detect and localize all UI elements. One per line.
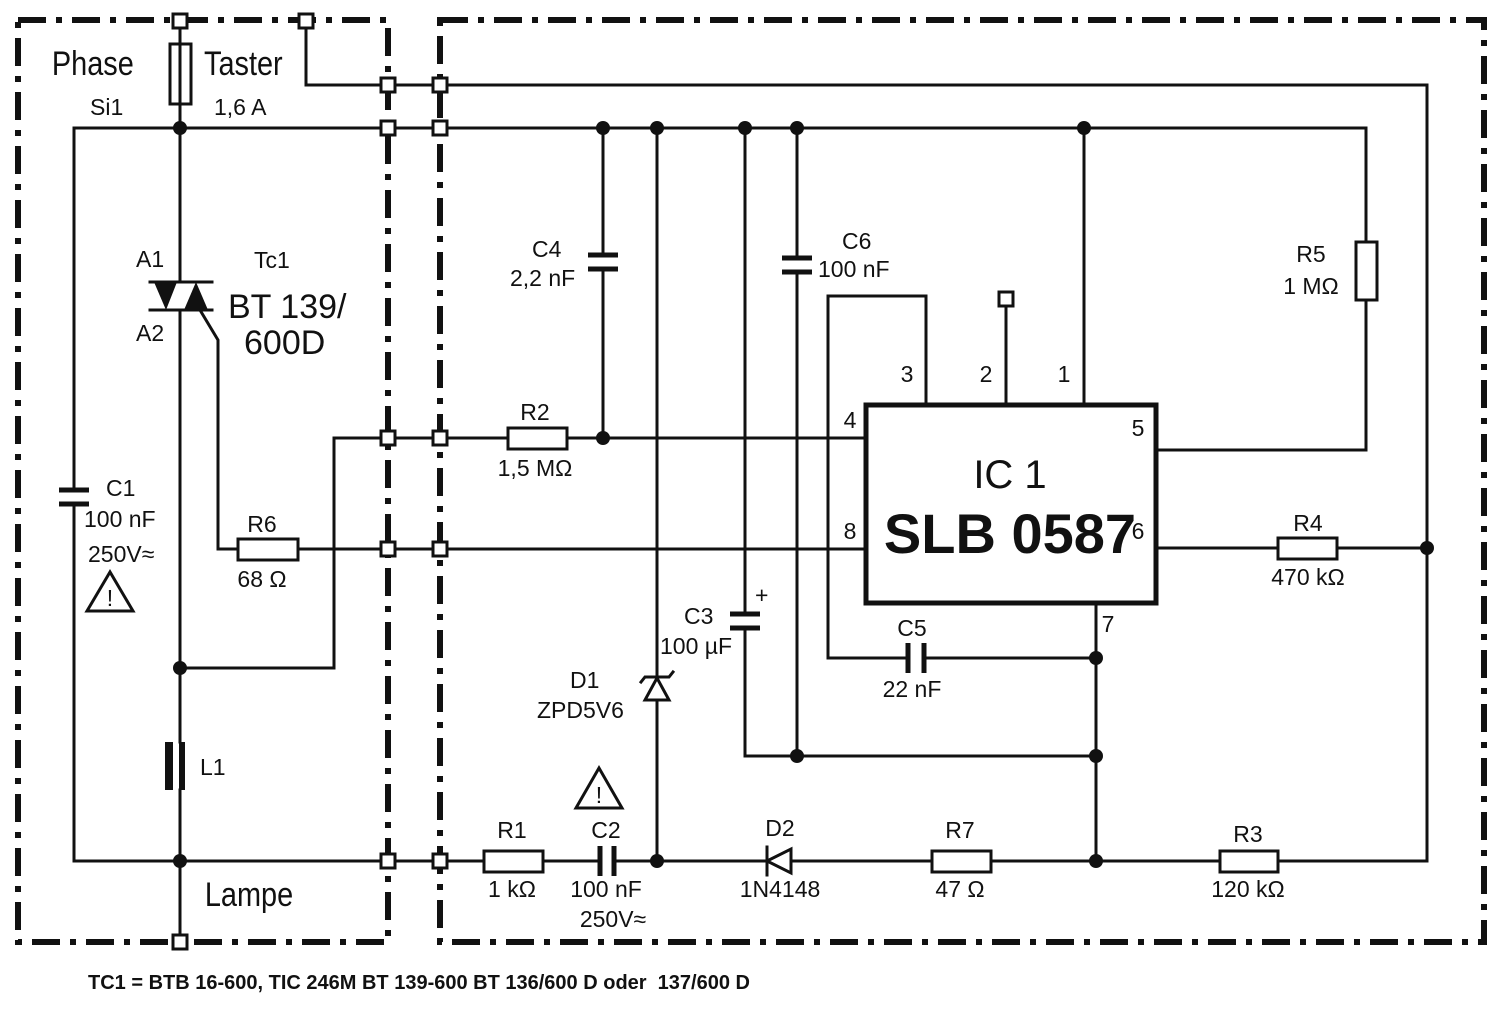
r4-ref: R4 [1293, 510, 1323, 536]
resistor-r3 [1218, 849, 1280, 874]
c5-value: 22 nF [883, 676, 942, 702]
junction-dots [173, 121, 1434, 868]
triac-type-line1: BT 139/ [228, 288, 347, 326]
triac-a1-label: A1 [136, 246, 164, 272]
c5-ref: C5 [897, 615, 926, 641]
fuse-ref-label: Si1 [90, 94, 123, 120]
c2-ref: C2 [591, 817, 620, 843]
ic1-pin2-label: 2 [980, 361, 993, 387]
inductor-l1 [165, 742, 185, 790]
phase-label: Phase [52, 44, 134, 83]
d1-ref: D1 [570, 667, 599, 693]
zener-diode-d1 [638, 669, 676, 702]
resistor-r5 [1354, 240, 1379, 302]
d1-value: ZPD5V6 [537, 697, 624, 723]
c1-ref: C1 [106, 475, 135, 501]
triac-type-line2: 600D [244, 324, 325, 362]
d2-ref: D2 [765, 815, 794, 841]
warning-mark: ! [596, 782, 602, 808]
fuse-rating-label: 1,6 A [214, 94, 267, 120]
r1-ref: R1 [497, 817, 526, 843]
capacitor-c6 [782, 255, 812, 275]
r2-value: 1,5 MΩ [498, 455, 573, 481]
capacitor-c5 [905, 643, 927, 673]
c2-value: 100 nF [570, 876, 642, 902]
ic1-pin8-label: 8 [844, 518, 857, 544]
ic1-pin4-label: 4 [844, 407, 857, 433]
ic1-pin5-label: 5 [1132, 415, 1145, 441]
r6-value: 68 Ω [237, 566, 286, 592]
triac-ref-label: Tc1 [254, 247, 290, 273]
r2-ref: R2 [520, 399, 549, 425]
c1-rating: 250V≈ [88, 541, 154, 567]
lampe-label: Lampe [205, 875, 293, 914]
l1-ref: L1 [200, 754, 226, 780]
c4-ref: C4 [532, 236, 562, 262]
warning-mark: ! [107, 585, 113, 611]
c6-ref: C6 [842, 228, 871, 254]
ic1-name: SLB 0587 [884, 502, 1136, 565]
triac-tc1 [148, 280, 214, 312]
r7-value: 47 Ω [935, 876, 984, 902]
ic1-package [863, 402, 1159, 606]
footnote-triac-alternatives: TC1 = BTB 16-600, TIC 246M BT 139-600 BT… [88, 972, 750, 994]
c3-ref: C3 [684, 603, 713, 629]
capacitor-c3 [730, 611, 760, 631]
r3-ref: R3 [1233, 821, 1262, 847]
r4-value: 470 kΩ [1271, 564, 1344, 590]
triac-a2-label: A2 [136, 320, 164, 346]
terminal-taster [297, 12, 315, 30]
terminal-lampe [171, 933, 189, 951]
fuse-si1 [168, 42, 193, 106]
capacitor-c1 [59, 487, 89, 507]
r7-ref: R7 [945, 817, 974, 843]
terminal-phase [171, 12, 189, 30]
c3-polarity: + [755, 582, 768, 608]
r5-value: 1 MΩ [1283, 273, 1339, 299]
resistor-r2 [506, 426, 569, 451]
ic1-pin6-label: 6 [1132, 518, 1145, 544]
diode-d2 [763, 845, 793, 877]
terminal-ic-pin2 [997, 290, 1015, 308]
c1-value: 100 nF [84, 506, 156, 532]
resistor-r7 [930, 849, 993, 874]
r5-ref: R5 [1296, 241, 1325, 267]
r3-value: 120 kΩ [1211, 876, 1284, 902]
warning-triangle-c2: ! [573, 764, 625, 810]
power-module-boundary [15, 17, 391, 945]
c6-value: 100 nF [818, 256, 890, 282]
taster-label: Taster [204, 44, 283, 83]
r1-value: 1 kΩ [488, 876, 536, 902]
ic1-ref: IC 1 [973, 453, 1046, 497]
capacitor-c2 [597, 846, 617, 876]
resistor-r6 [236, 537, 300, 562]
ic1-pin7-label: 7 [1102, 611, 1115, 637]
ic1-pin1-label: 1 [1058, 361, 1071, 387]
d2-value: 1N4148 [740, 876, 821, 902]
c2-rating: 250V≈ [580, 906, 646, 932]
capacitor-c4 [588, 252, 618, 272]
wires-control-section [438, 83, 1429, 863]
wires-power-section [72, 18, 442, 944]
resistor-r4 [1276, 536, 1339, 561]
resistor-r1 [482, 849, 545, 874]
connector-terminals [171, 12, 1015, 951]
ic1-pin3-label: 3 [901, 361, 914, 387]
control-module-boundary [437, 17, 1487, 945]
warning-triangle-c1: ! [84, 569, 136, 613]
r6-ref: R6 [247, 511, 276, 537]
c3-value: 100 µF [660, 633, 732, 659]
c4-value: 2,2 nF [510, 265, 575, 291]
